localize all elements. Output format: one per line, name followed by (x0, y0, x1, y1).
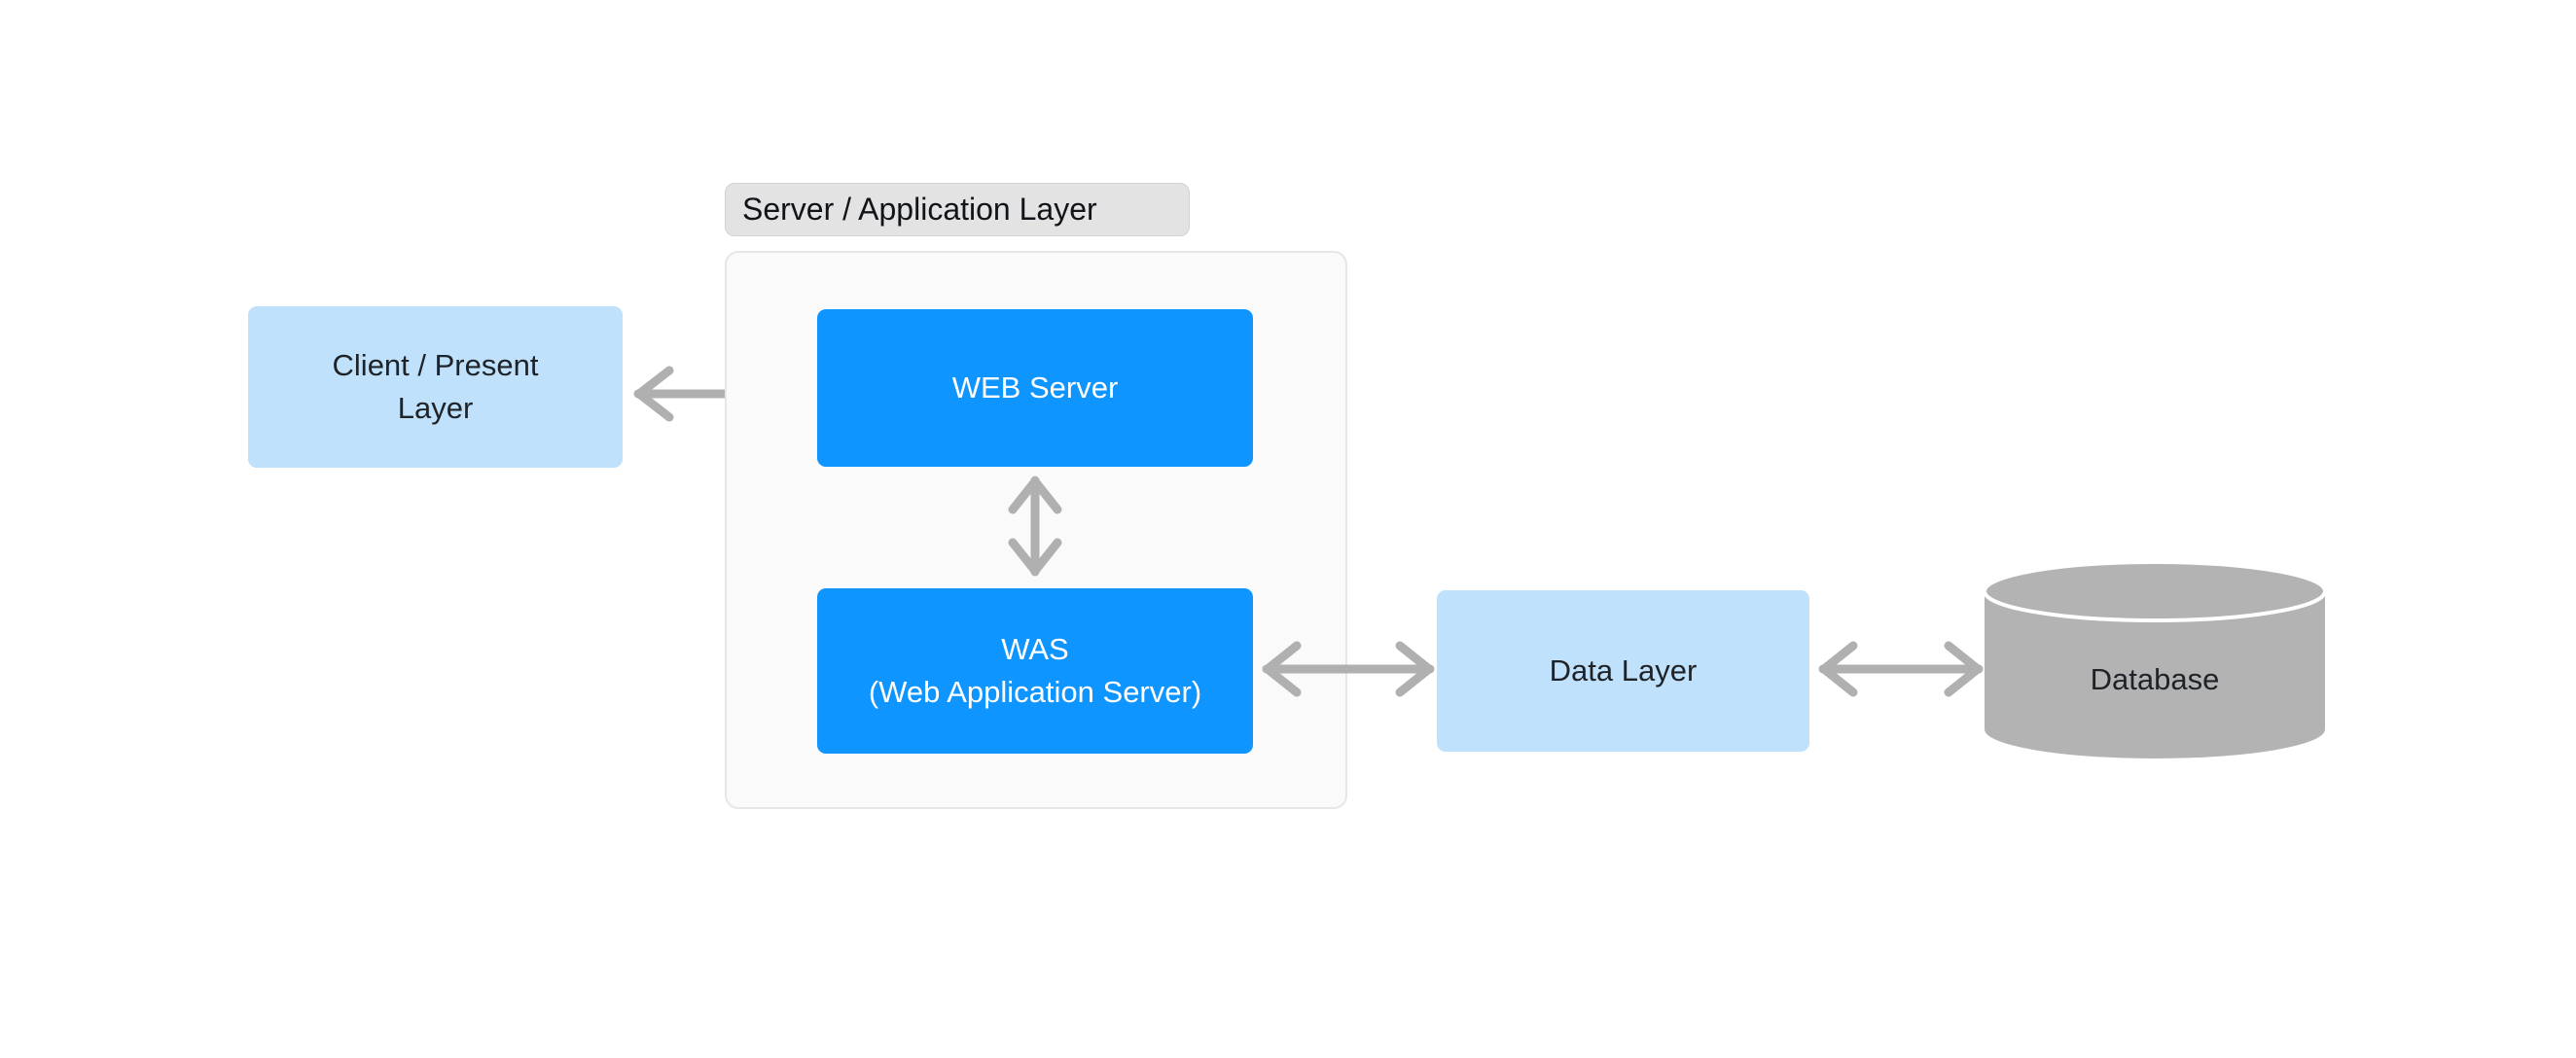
client-label-line2: Layer (397, 391, 474, 425)
connector-was-to-data-layer (1262, 641, 1435, 697)
node-data-layer[interactable]: Data Layer (1437, 590, 1809, 752)
node-client-present-layer[interactable]: Client / Present Layer (248, 306, 623, 468)
node-web-server-label: WEB Server (951, 370, 1119, 405)
node-was[interactable]: WAS (Web Application Server) (817, 588, 1253, 754)
client-label-line1: Client / Present (332, 347, 539, 382)
connector-web-server-to-was (1008, 476, 1062, 577)
node-data-layer-label: Data Layer (1549, 652, 1698, 688)
node-was-label: WAS (Web Application Server) (869, 628, 1201, 714)
node-web-server[interactable]: WEB Server (817, 309, 1253, 467)
server-application-layer-badge-label: Server / Application Layer (742, 192, 1097, 227)
server-application-layer-badge[interactable]: Server / Application Layer (725, 183, 1190, 236)
node-database-label-wrap: Database (1985, 562, 2325, 758)
node-database-label: Database (2090, 662, 2220, 696)
database-cylinder-icon (1985, 562, 2325, 758)
was-label-line2: (Web Application Server) (868, 675, 1202, 709)
connector-data-layer-to-database (1818, 641, 1984, 697)
node-client-present-layer-label: Client / Present Layer (307, 344, 564, 430)
node-database[interactable]: Database (1985, 562, 2325, 758)
was-label-line1: WAS (1001, 631, 1069, 666)
